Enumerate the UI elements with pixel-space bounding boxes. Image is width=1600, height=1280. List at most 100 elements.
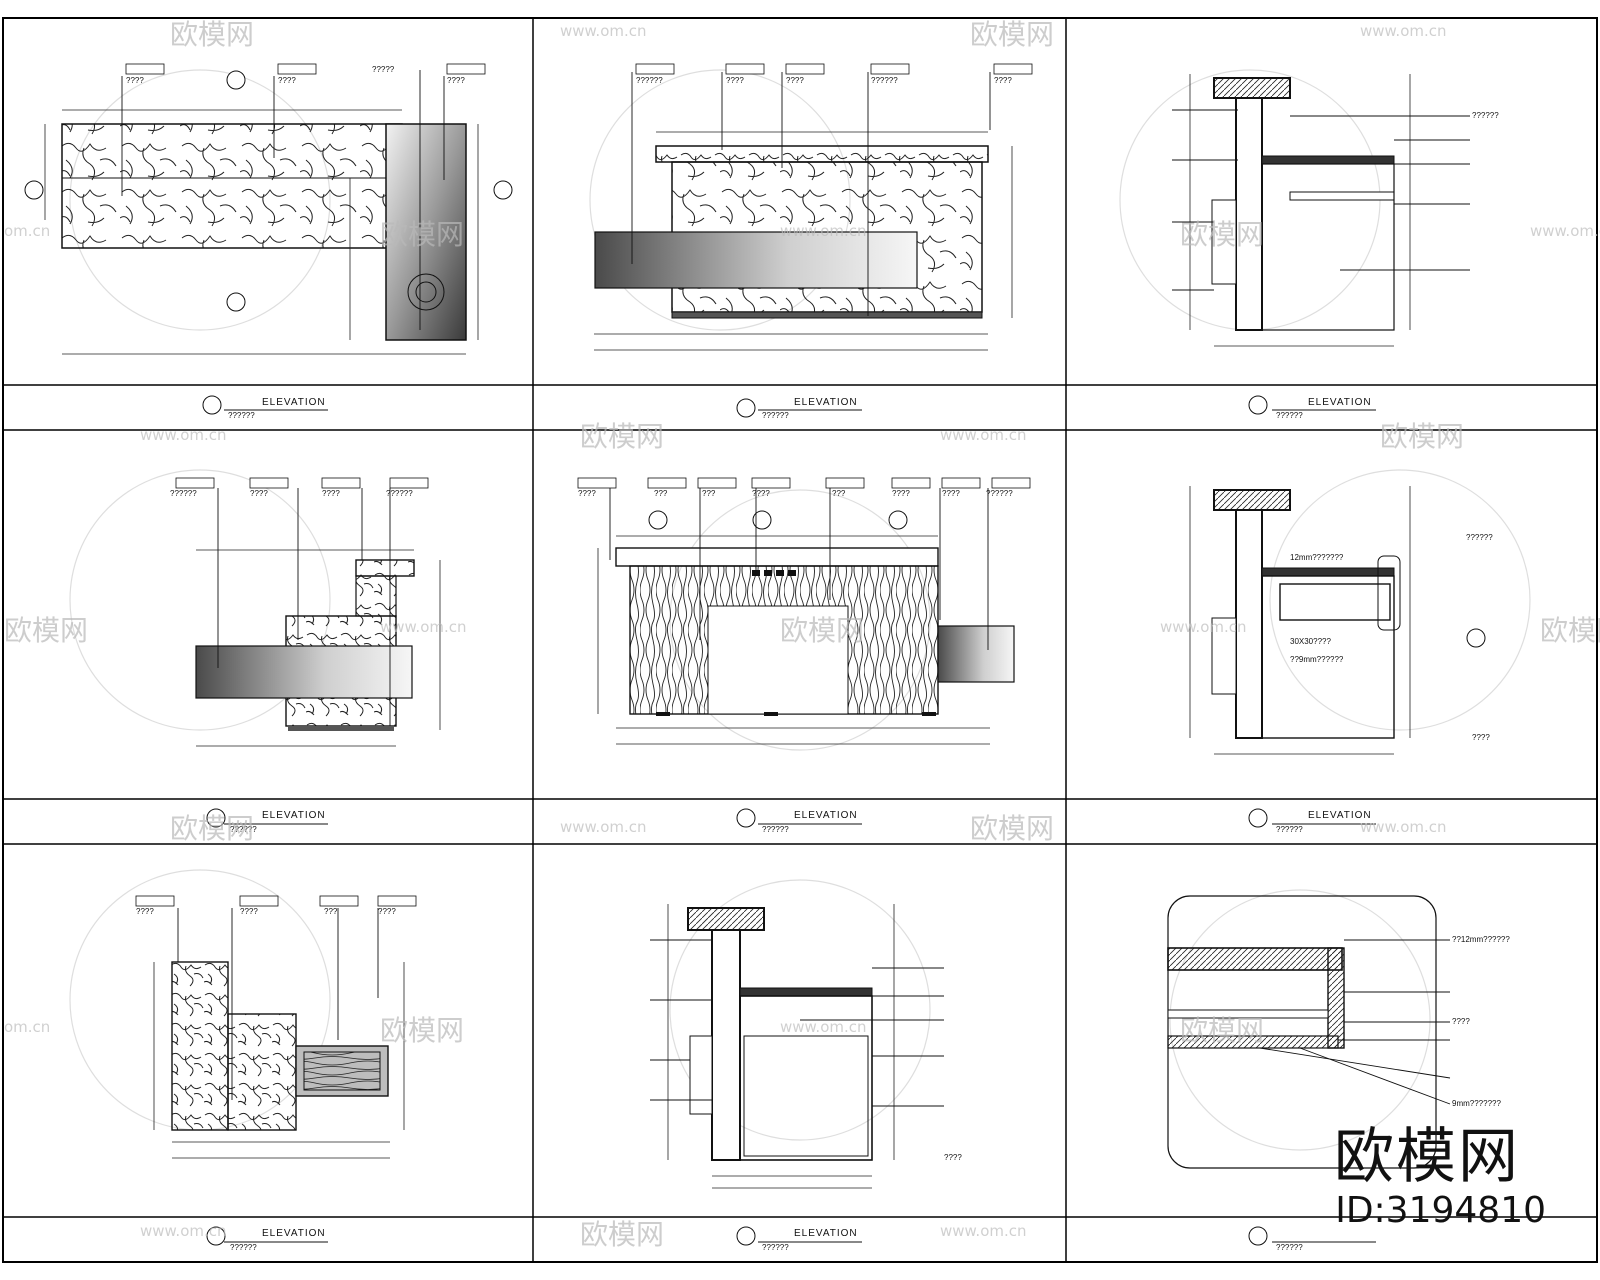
leader-lines: [217, 488, 391, 726]
view-subtitle: ??????: [1276, 1243, 1303, 1252]
leader-lines: [650, 939, 944, 1107]
watermark-brand: 欧模网: [970, 18, 1054, 51]
asset-id-label: ID:3194810: [1335, 1190, 1546, 1231]
tag-label: ???: [832, 489, 846, 498]
detail-shelf: [1167, 1009, 1329, 1019]
tag-label: ?????: [372, 65, 395, 74]
tag-label: ????: [994, 76, 1012, 85]
panel-detail: ??12mm?????? ???? 9mm??????? ??????: [1167, 895, 1510, 1252]
watermark-brand: 欧模网: [580, 420, 664, 453]
tag-label: ????: [786, 76, 804, 85]
section-lower-box: [689, 1035, 713, 1115]
view-marker-circle: [1248, 395, 1268, 415]
watermark-url-fragment: om.cn: [4, 1018, 50, 1036]
section-cabinet: [1261, 163, 1395, 331]
view-title: ELEVATION: [1308, 810, 1372, 821]
overlay-gradient-panel: [594, 231, 918, 289]
note-text: ????: [1452, 1017, 1470, 1026]
watermark-brand: 欧模网: [170, 812, 254, 845]
view-title: ELEVATION: [262, 397, 326, 408]
note-text: ??????: [1472, 111, 1499, 120]
view-marker-circle: [1248, 808, 1268, 828]
section-markers: [648, 510, 908, 530]
watermark-url: www.om.cn: [1160, 618, 1247, 636]
view-subtitle: ??????: [230, 1243, 257, 1252]
overlay-gradient-panel: [937, 625, 1015, 683]
watermark-brand: 欧模网: [1180, 218, 1264, 251]
view-subtitle: ??????: [762, 825, 789, 834]
watermark-brand: 欧模网: [380, 1014, 464, 1047]
section-cabinet: [1261, 575, 1395, 739]
dimension-lines: [597, 535, 990, 745]
panel-rear-elevation: ???? ??? ??? ???? ??? ???? ???? ?????? E…: [577, 477, 1031, 834]
watermark-url: www.om.cn: [780, 1018, 867, 1036]
section-post: [1235, 97, 1263, 331]
tag-label: ????: [126, 76, 144, 85]
view-marker-circle: [206, 1226, 226, 1246]
section-top: [1213, 489, 1291, 511]
watermark-url: www.om.cn: [140, 1222, 227, 1240]
leader-lines: [121, 70, 445, 330]
watermark-url: www.om.cn: [1360, 22, 1447, 40]
dimension-lines: [1189, 486, 1411, 755]
section-post: [711, 929, 741, 1161]
tag-label: ????: [322, 489, 340, 498]
note-text: 12mm???????: [1290, 553, 1344, 562]
watermark-brand: 欧模网: [4, 614, 88, 647]
view-title: ELEVATION: [1308, 397, 1372, 408]
counter-top-plan: [61, 123, 403, 249]
view-marker-circle: [202, 395, 222, 415]
watermark-brand: 欧模网: [380, 218, 464, 251]
tag-label: ???: [324, 907, 338, 916]
tag-label: ????: [447, 76, 465, 85]
view-title: ELEVATION: [262, 1228, 326, 1239]
tag-label: ????: [240, 907, 258, 916]
watermark-brand: 欧模网: [1180, 1014, 1264, 1047]
view-marker-circle: [736, 808, 756, 828]
view-marker-circle: [736, 1226, 756, 1246]
sink-inner: [415, 281, 437, 303]
section-cabinet: [739, 995, 873, 1161]
view-subtitle: ??????: [762, 1243, 789, 1252]
section-top: [687, 907, 765, 931]
watermark-url: www.om.cn: [1360, 818, 1447, 836]
section-shelf: [1261, 567, 1395, 577]
note-text: ????: [1472, 733, 1490, 742]
section-shelf: [739, 987, 873, 997]
dimension-lines: [44, 109, 479, 355]
panel-plan: ???? ???? ????? ???? ELEVATION ??????: [24, 63, 513, 420]
watermark-brand: 欧模网: [970, 812, 1054, 845]
end-tall-panel: [171, 961, 229, 1131]
dimension-lines: [196, 549, 441, 747]
side-upper: [355, 575, 397, 617]
tag-label: ????: [278, 76, 296, 85]
plinth: [671, 311, 983, 319]
tag-label: ????: [250, 489, 268, 498]
sink-circle: [407, 273, 445, 311]
panel-grid: [3, 18, 1597, 1262]
watermark-url-fragment: om.cn: [4, 222, 50, 240]
leader-lines: [1259, 939, 1451, 1105]
tag-label: ????: [378, 907, 396, 916]
section-shelf: [1261, 155, 1395, 165]
watermark-url: www.om.cn: [560, 818, 647, 836]
tag-boxes: [175, 477, 429, 489]
tag-label: ???: [654, 489, 668, 498]
view-title: ELEVATION: [794, 397, 858, 408]
watermark-url: www.om.cn: [940, 1222, 1027, 1240]
watermark-url: www.om.cn: [140, 426, 227, 444]
note-text: ??????: [1466, 533, 1493, 542]
panel-section-c: ???? ELEVATION ??????: [650, 904, 962, 1252]
panel-end-elevation: ???? ???? ??? ???? ELEVATION ??????: [135, 895, 417, 1252]
section-drawer: [1289, 191, 1395, 201]
watermark-brand: 欧模网: [780, 614, 864, 647]
detail-side: [1327, 947, 1345, 1049]
view-title: ELEVATION: [262, 810, 326, 821]
note-text: ????: [944, 1153, 962, 1162]
leader-lines: [1172, 109, 1470, 291]
tag-label: ??????: [986, 489, 1013, 498]
tag-boxes: [135, 895, 417, 907]
view-subtitle: ??????: [1276, 825, 1303, 834]
section-lower-box: [1211, 199, 1237, 285]
